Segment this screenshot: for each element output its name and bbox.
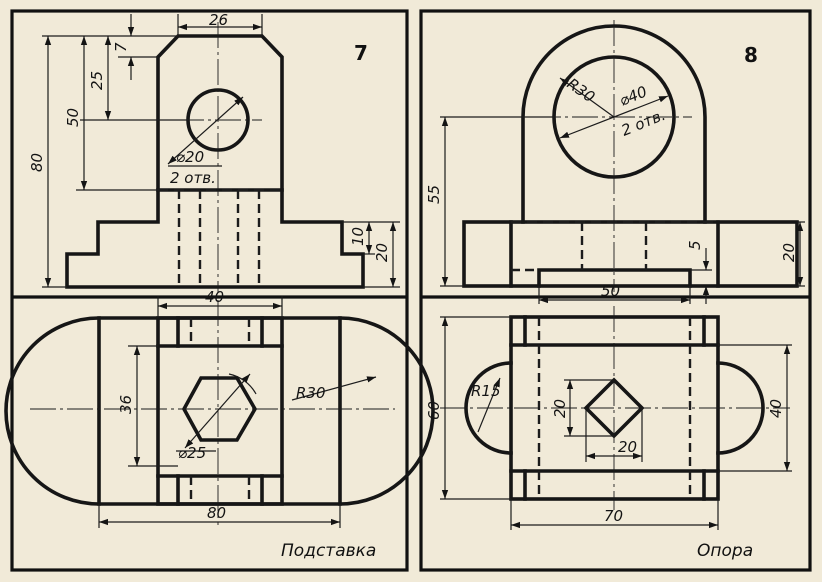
dim-text-60: 60 — [425, 401, 443, 420]
sheet7-front-view: 26 7 25 50 80 10 20 ⌀20 2 отв. — [28, 11, 400, 292]
dim-text-40: 40 — [205, 288, 224, 306]
sheet8-top-view: 60 R15 40 20 20 70 — [425, 306, 792, 530]
sheet7-top-view: 40 36 R30 ⌀25 80 — [4, 288, 435, 528]
dim-line-dia20 — [167, 96, 244, 165]
dim-text-70: 70 — [604, 507, 623, 525]
dim-text-20: 20 — [373, 243, 391, 262]
dim-text-40r: 40 — [767, 399, 785, 418]
sheet8-number: 8 — [744, 43, 758, 67]
dim-text-7: 7 — [112, 42, 130, 52]
dim-text-r15: R15 — [471, 382, 501, 400]
dim-text-80: 80 — [28, 153, 46, 172]
note-hole-count: 2 отв. — [170, 169, 216, 187]
dim-text-55: 55 — [425, 185, 443, 204]
left-frame — [10, 9, 409, 572]
dim-text-26: 26 — [209, 11, 228, 29]
dim-text-50: 50 — [64, 108, 82, 127]
dim-text-dia20: ⌀20 — [176, 148, 204, 166]
sheet8-foot — [537, 268, 692, 288]
dim-text-10: 10 — [349, 227, 367, 246]
dim-line-dia40 — [559, 95, 669, 139]
sheet8-block — [462, 220, 799, 288]
dim-text-r30: R30 — [296, 384, 326, 402]
dim-text-36: 36 — [117, 395, 135, 414]
dim-text-dia25: ⌀25 — [178, 444, 206, 462]
dim-line-r15 — [477, 377, 501, 433]
sheet8-right-lug — [716, 361, 765, 455]
sheet8-title: Опора — [697, 541, 753, 561]
dim-text-50: 50 — [601, 282, 620, 300]
note-hole-count: 2 отв. — [619, 106, 668, 140]
dim-text-sq-w: 20 — [618, 438, 637, 456]
right-frame — [419, 9, 812, 572]
dim-line-dia25 — [184, 373, 251, 449]
dim-text-80b: 80 — [207, 504, 226, 522]
dim-text-20r: 20 — [780, 243, 798, 262]
dim-text-25: 25 — [88, 71, 106, 90]
sheet7-front-outline — [65, 34, 365, 289]
sheet7-number: 7 — [354, 41, 368, 65]
dim-line-r30 — [291, 376, 377, 401]
sheet7-top-body — [156, 316, 284, 506]
sheet7-title: Подставка — [281, 541, 376, 561]
dim-text-5: 5 — [686, 240, 704, 250]
dim-text-sq-h: 20 — [551, 399, 569, 418]
